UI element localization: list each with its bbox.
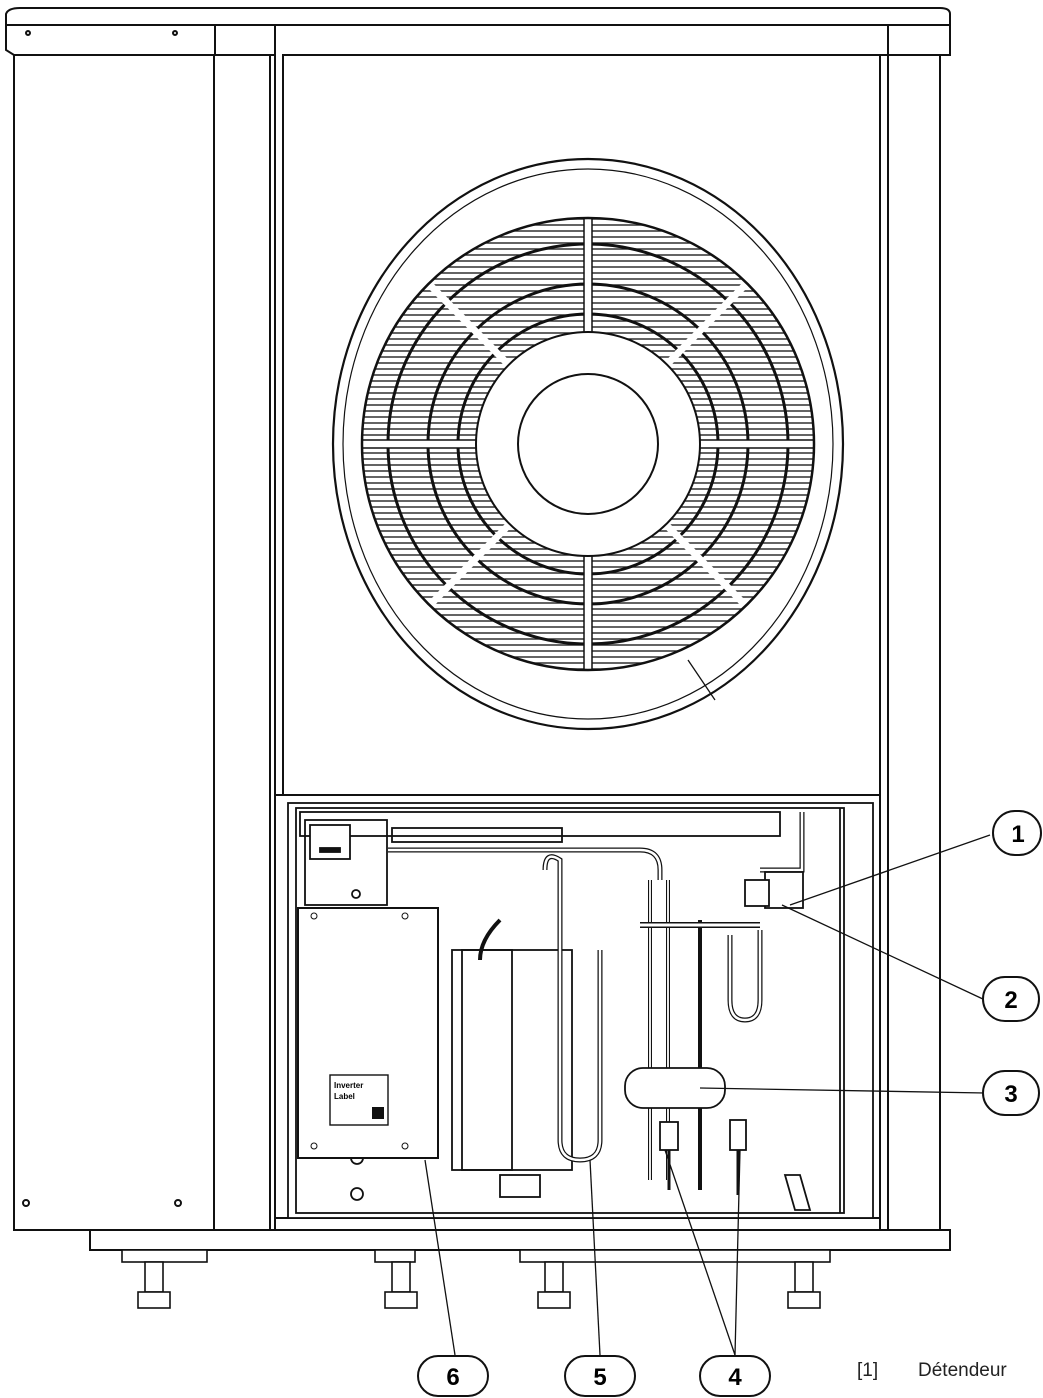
callout-4: 4	[699, 1355, 771, 1397]
callout-1: 1	[992, 810, 1042, 856]
callout-6: 6	[417, 1355, 489, 1397]
callout-3-text: 3	[1004, 1081, 1017, 1108]
callout-5: 5	[564, 1355, 636, 1397]
legend: [1] Détendeur	[857, 1360, 1007, 1381]
inverter-box: Inverter Label	[297, 907, 439, 1159]
callout-3: 3	[982, 1070, 1040, 1116]
legend-item-1-text: Détendeur	[918, 1360, 1007, 1381]
fan-guard	[331, 157, 845, 731]
inverter-label-line2: Label	[334, 1092, 355, 1101]
callout-2: 2	[982, 976, 1040, 1022]
callout-4-text: 4	[728, 1364, 742, 1391]
leader-lines	[424, 834, 991, 1356]
legend-item-1-number: [1]	[857, 1360, 878, 1381]
unit-feet	[121, 1249, 831, 1309]
callout-1-text: 1	[1011, 821, 1024, 848]
callout-2-text: 2	[1004, 987, 1017, 1014]
inverter-label-line1: Inverter	[334, 1081, 363, 1090]
callout-6-text: 6	[446, 1364, 459, 1391]
callout-5-text: 5	[593, 1364, 606, 1391]
